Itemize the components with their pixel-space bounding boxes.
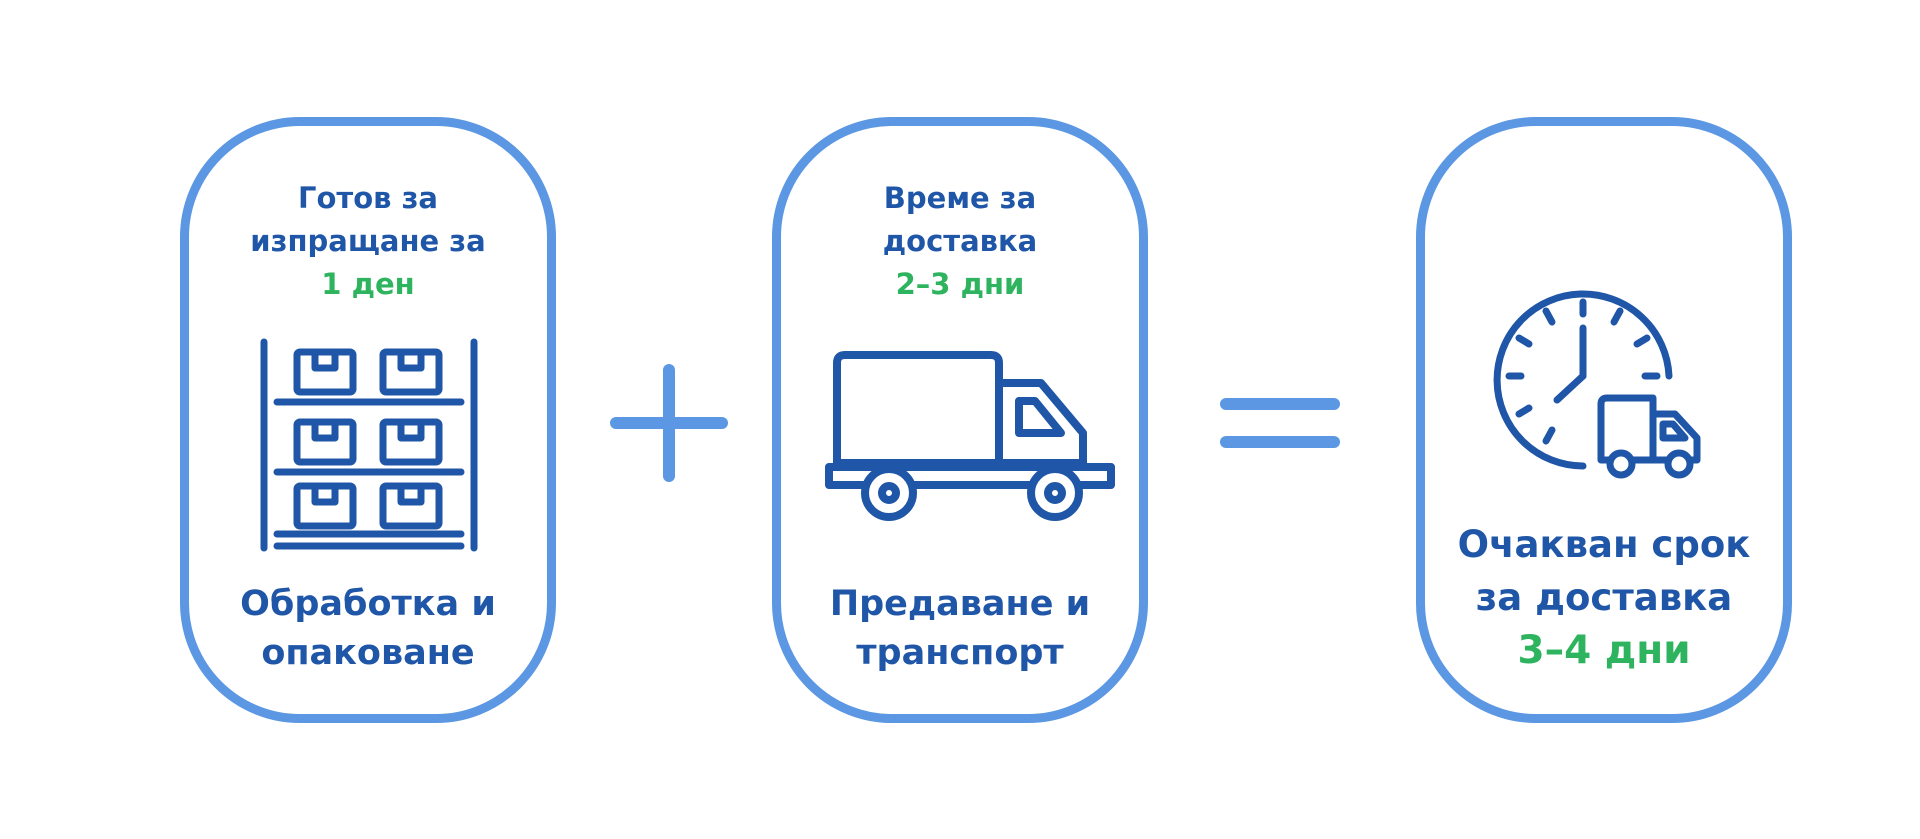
delivery-time-value: 2–3 дни [895,267,1025,301]
delivery-time-label: Време за доставка 2–3 дни [781,177,1139,306]
processing-time-value: 1 ден [321,267,415,301]
step-card-transport: Време за доставка 2–3 дни Предаване и тр… [772,117,1148,723]
step-card-processing: Готов за изпращане за 1 ден Обработка и … [180,117,556,723]
top-line-2: доставка [882,224,1038,258]
equals-icon [1220,398,1340,448]
plus-icon [610,364,728,482]
bottom-line-2: транспорт [856,633,1064,673]
processing-packaging-label: Обработка и опаковане [189,580,547,678]
result-line-1: Очакван срок [1457,523,1751,566]
result-line-2: за доставка [1475,576,1733,619]
expected-delivery-value: 3–4 дни [1517,628,1691,673]
bottom-line-2: опаковане [261,633,475,673]
bottom-line-1: Предаване и [829,584,1091,624]
top-line-2: изпращане за [250,224,486,258]
top-line-1: Готов за [297,181,438,215]
bottom-line-1: Обработка и [240,584,496,624]
expected-delivery-label: Очакван срок за доставка 3–4 дни [1425,518,1783,677]
handover-transport-label: Предаване и транспорт [781,580,1139,678]
result-card-expected-delivery: Очакван срок за доставка 3–4 дни [1416,117,1792,723]
delivery-truck-icon [825,351,1115,521]
clock-truck-icon [1493,290,1701,479]
ready-to-ship-label: Готов за изпращане за 1 ден [189,177,547,306]
warehouse-shelves-icon [260,338,478,552]
top-line-1: Време за [883,181,1037,215]
